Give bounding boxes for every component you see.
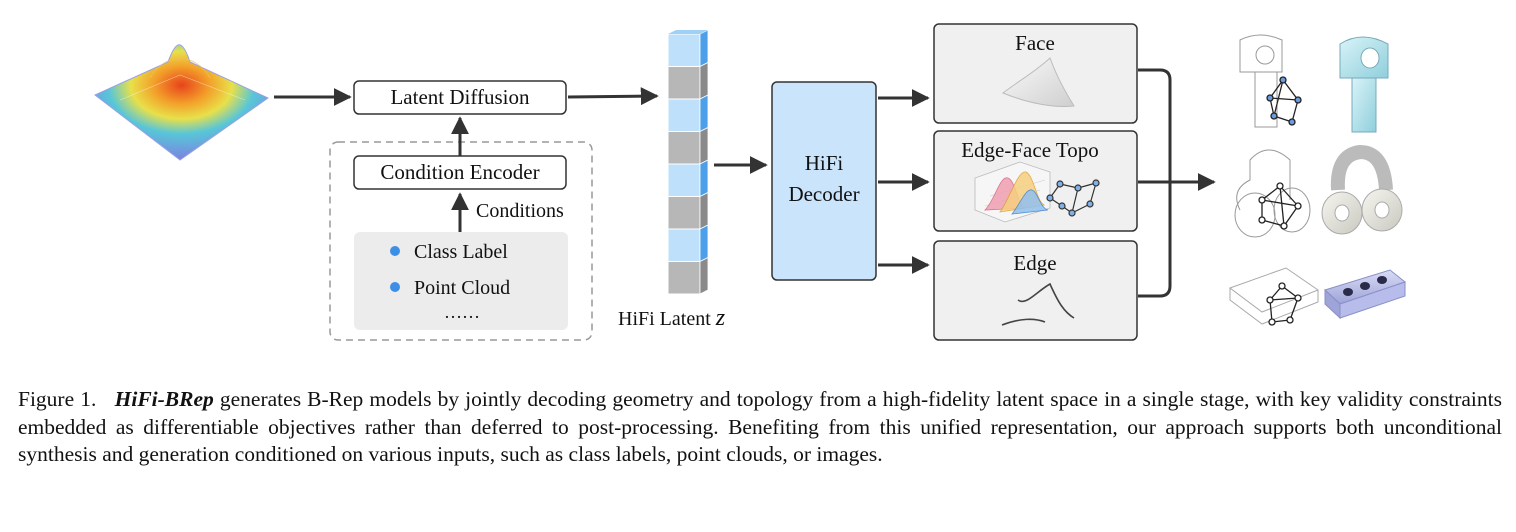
conditions-panel bbox=[354, 232, 568, 330]
condition-item: Point Cloud bbox=[414, 277, 510, 299]
figure-caption: Figure 1. HiFi-BRep generates B-Rep mode… bbox=[18, 386, 1502, 469]
caption-text: generates B-Rep models by jointly decodi… bbox=[18, 387, 1502, 466]
topo-graph-icon bbox=[1046, 179, 1100, 217]
bullet-dot-icon bbox=[390, 246, 400, 256]
latent-cell-side bbox=[699, 29, 709, 68]
face-label: Face bbox=[1015, 31, 1055, 55]
caption-method-name: HiFi-BRep bbox=[114, 387, 214, 411]
latent-diffusion-label: Latent Diffusion bbox=[390, 85, 530, 109]
latent-cell-top bbox=[668, 30, 708, 34]
latent-cell-side bbox=[699, 126, 709, 165]
topo-label: Edge-Face Topo bbox=[961, 138, 1099, 162]
gaussian-surface-icon bbox=[94, 44, 269, 161]
latent-cell bbox=[667, 163, 701, 197]
latent-cell bbox=[667, 261, 701, 295]
face-patch-icon bbox=[1002, 57, 1075, 107]
condition-encoder-box bbox=[353, 155, 567, 190]
architecture-diagram: Latent Diffusion Condition Encoder Condi… bbox=[94, 23, 1407, 341]
latent-cell-side bbox=[699, 224, 709, 263]
edge-label: Edge bbox=[1013, 251, 1056, 275]
latent-cell-side bbox=[699, 94, 709, 133]
bullet-dot-icon bbox=[390, 282, 400, 292]
caption-prefix: Figure 1. bbox=[18, 387, 97, 411]
latent-cell bbox=[667, 228, 701, 262]
cad-output-wireframe-3 bbox=[1228, 267, 1320, 326]
latent-cell bbox=[667, 131, 701, 165]
hifi-decoder-box bbox=[771, 81, 877, 281]
latent-cell-side bbox=[699, 191, 709, 230]
decoder-label-line1: HiFi bbox=[805, 151, 844, 175]
cad-output-wireframe-1 bbox=[1228, 32, 1318, 132]
cad-output-wireframe-2 bbox=[1234, 149, 1311, 238]
latent-label: HiFi Latent z bbox=[618, 305, 726, 331]
topo-plot-icon bbox=[974, 161, 1051, 223]
cad-output-solid-2 bbox=[1321, 144, 1403, 235]
arrow-diffusion-to-latent bbox=[567, 87, 659, 106]
cad-output-solid-3 bbox=[1324, 269, 1407, 320]
edge-curve-icon bbox=[1001, 282, 1075, 326]
latent-diffusion-box bbox=[353, 80, 567, 115]
condition-item: Class Label bbox=[414, 241, 508, 263]
edge-box bbox=[933, 240, 1138, 341]
conditions-more: …… bbox=[444, 302, 480, 322]
latent-cell bbox=[667, 98, 701, 132]
latent-cell-side bbox=[699, 159, 709, 198]
latent-cell-side bbox=[699, 256, 709, 295]
cad-output-solid-1 bbox=[1339, 36, 1389, 133]
conditions-label: Conditions bbox=[476, 200, 564, 222]
latent-vector bbox=[667, 29, 709, 295]
latent-cell bbox=[667, 33, 701, 67]
latent-cell bbox=[667, 66, 701, 100]
condition-encoder-label: Condition Encoder bbox=[380, 160, 539, 184]
latent-cell-side bbox=[699, 61, 709, 100]
decoder-label-line2: Decoder bbox=[788, 182, 859, 206]
latent-cell bbox=[667, 196, 701, 230]
